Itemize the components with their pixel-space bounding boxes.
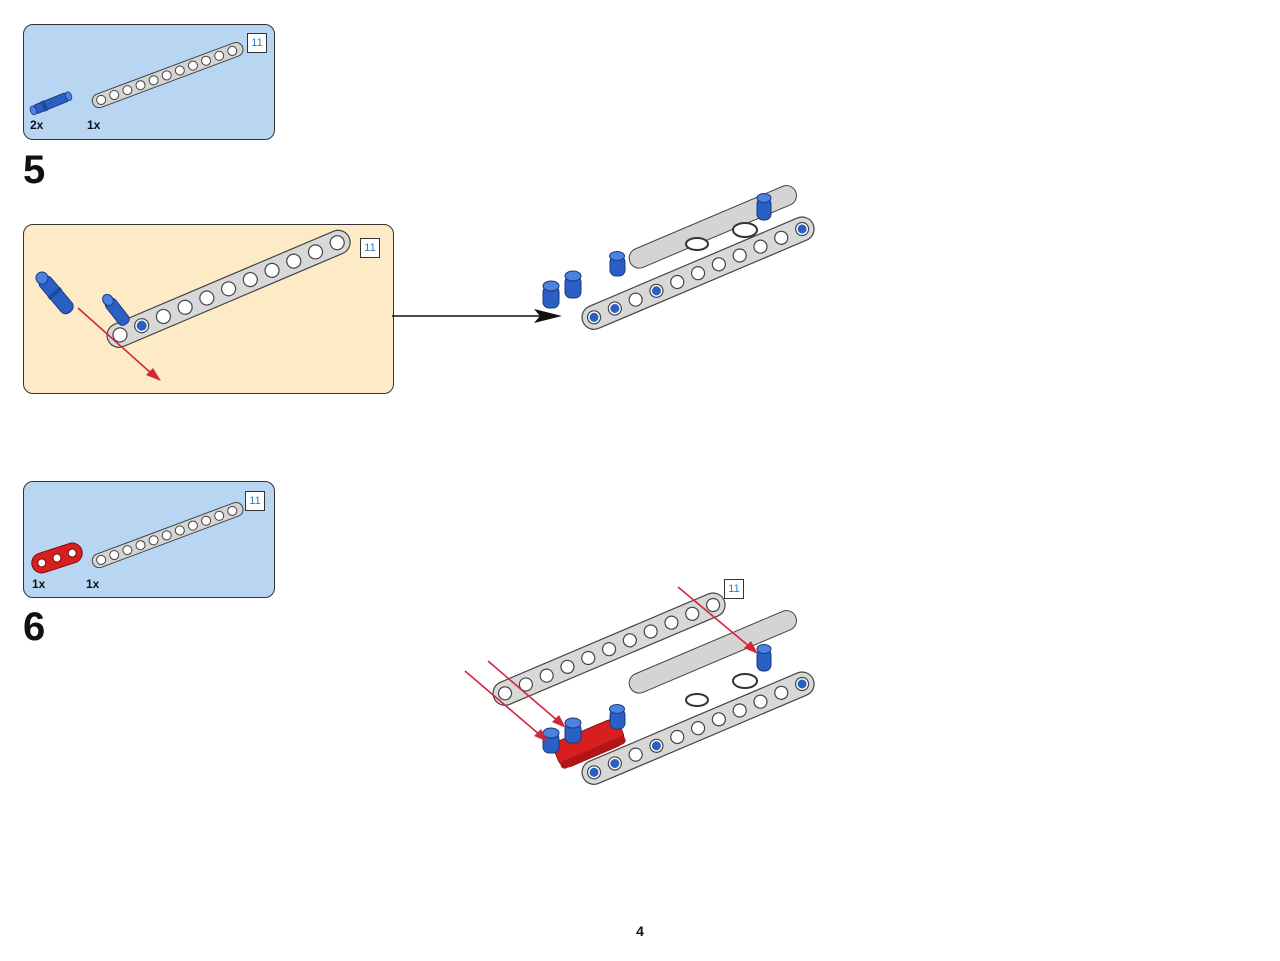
- page-number: 4: [636, 923, 644, 939]
- step5-beam-length-badge: 11: [247, 33, 267, 53]
- step5-subassembly-length-badge: 11: [360, 238, 380, 258]
- red-beam-3-icon: [31, 542, 83, 574]
- step5-subassembly-illustration: [35, 229, 351, 381]
- step6-red-beam-quantity: 1x: [32, 577, 46, 591]
- callout-arrow: [392, 309, 562, 323]
- gray-beam-11-icon: [91, 41, 244, 109]
- step6-model-illustration: [464, 586, 815, 785]
- blue-axle-pin-icon: [29, 91, 73, 116]
- step5-beam-quantity: 1x: [87, 118, 101, 132]
- gray-beam-11-icon: [91, 501, 244, 569]
- step6-number: 6: [23, 605, 46, 649]
- step5-model-illustration: [542, 185, 815, 330]
- step6-beam-quantity: 1x: [86, 577, 100, 591]
- step6-assembly-length-badge: 11: [724, 579, 744, 599]
- step5-pin-quantity: 2x: [30, 118, 44, 132]
- step5-number: 5: [23, 148, 46, 192]
- step6-beam-length-badge: 11: [245, 491, 265, 511]
